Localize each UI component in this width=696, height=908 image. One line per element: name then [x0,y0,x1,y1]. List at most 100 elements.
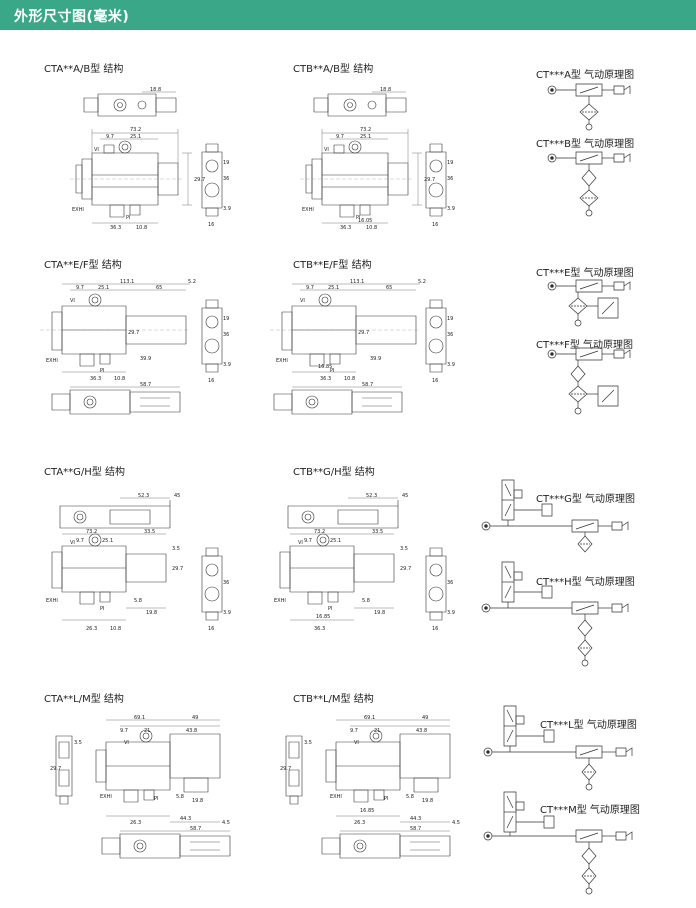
side-view-b1: 36 19 16 3.9 [420,140,455,228]
section-4-title-b: CTB**L/M型 结构 [293,694,374,705]
dim-l2: 33.5 [372,529,383,535]
bottom-view-ef-b: 58.7 [272,382,412,420]
schematic-a-title: CT***A型 气动原理图 [536,70,635,81]
dim-b-extra: 16.85 [360,808,374,814]
bottom-view-lm-b: 58.7 [320,826,460,864]
side-view-b2: 36 19 16 3.9 [420,296,455,384]
port-vi: VI [70,298,75,304]
port-exhi: EXHI [274,598,286,604]
dim-d1: 26.3 [354,820,365,826]
dim-l3: 5.2 [418,279,426,285]
end-view-lm-a: 29.7 3.5 [50,730,82,810]
dim-w2: 25.1 [98,285,109,291]
page-header: 外形尺寸图(毫米) [0,0,696,30]
dim-side-w: 16 [432,222,438,228]
dim-l3: 5.2 [188,279,196,285]
schematic-e [540,278,640,334]
section-2-title-a: CTA**E/F型 结构 [44,260,122,271]
dim-top: 18.8 [380,87,391,93]
dim-d3: 39.9 [370,356,381,362]
dim-w2: 25.1 [360,134,371,140]
port-vi: VI [324,147,329,153]
front-view-gh-a: 52.3 45 73.2 33.5 9.7 25.1 29.7 3.5 5.8 … [46,493,183,632]
dim-side-w: 16 [208,222,214,228]
dim-h: 29.7 [194,177,205,183]
dim-w2: 25.1 [102,538,113,544]
port-exhi: EXHI [46,358,58,364]
port-vi: VI [124,740,129,746]
dim-side-h: 36 [447,332,453,338]
section-1-title-b: CTB**A/B型 结构 [293,64,374,75]
dim-top: 18.8 [150,87,161,93]
dim-h2: 3.5 [172,546,180,552]
port-pi: PI [126,215,131,221]
dim-d4: 19.8 [422,798,433,804]
dim-bottom: 58.7 [362,382,373,388]
side-view-a1: 36 19 16 3.9 [196,140,231,228]
front-view-ef-b: 113.1 65 5.2 9.7 25.1 39.9 16.85 36.3 10… [270,279,426,382]
dim-h: 29.7 [172,566,183,572]
front-view-gh-b: 52.3 45 73.2 33.5 9.7 25.1 29.7 3.5 5.8 … [274,493,411,632]
dim-bottom: 58.7 [190,826,201,832]
dim-w1: 9.7 [306,285,314,291]
dim-w1: 9.7 [76,285,84,291]
top-view-b: 18.8 [310,87,410,122]
dim-l2: 49 [422,715,428,721]
port-exhi: EXHI [72,207,84,213]
dim-h3: 5.8 [176,794,184,800]
dim-d1: 26.3 [86,626,97,632]
schematic-f-title: CT***F型 气动原理图 [536,340,634,351]
section-1-title-a: CTA**A/B型 结构 [44,64,124,75]
section-4-title-a: CTA**L/M型 结构 [44,694,124,705]
dim-side-t: 3.9 [447,362,455,368]
schematic-a [540,80,640,132]
dim-side-t: 3.9 [223,362,231,368]
dim-w1: 9.7 [350,728,358,734]
dim-side-h2: 19 [223,160,229,166]
port-exhi: EXHI [46,598,58,604]
dim-side-h: 36 [223,580,229,586]
front-view-lm-a: 69.1 49 9.7 21 43.8 5.8 19.8 26.3 44.3 4… [84,715,230,826]
dim-side-w: 16 [432,626,438,632]
port-pi: PI [100,606,105,612]
port-vi: VI [70,540,75,546]
dim-side-h2: 19 [223,316,229,322]
dim-side-h: 36 [223,332,229,338]
dim-h2: 3.5 [74,740,82,746]
dim-l2: 65 [156,285,162,291]
front-view-ab-a: 73.2 9.7 25.1 36.3 10.8 29.7 VI EXHI PI [70,127,205,231]
dim-side-h2: 19 [447,316,453,322]
end-view-lm-b: 29.7 3.5 [280,730,312,810]
dim-top: 52.3 [366,493,377,499]
dim-d2: 10.8 [366,225,377,231]
dim-d1: 36.3 [110,225,121,231]
dim-d2: 44.3 [410,816,421,822]
dim-side-h2: 19 [447,160,453,166]
dim-top: 52.3 [138,493,149,499]
top-view-a: 18.8 [80,87,180,122]
dim-w1: 9.7 [336,134,344,140]
port-pi: PI [154,796,159,802]
dim-h: 29.7 [400,566,411,572]
schematic-g-title: CT***G型 气动原理图 [536,494,636,505]
dim-length: 73.2 [360,127,371,133]
port-exhi: EXHI [276,358,288,364]
dim-side-w: 16 [432,378,438,384]
dim-w1: 9.7 [120,728,128,734]
dim-w3: 43.8 [186,728,197,734]
port-vi: VI [354,740,359,746]
bottom-view-ef-a: 58.7 [50,382,190,420]
schematic-f [540,348,640,428]
front-view-lm-b: 69.1 49 9.7 21 43.8 5.8 19.8 16.85 26.3 … [314,715,460,826]
port-pi: PI [356,215,361,221]
schematic-l [480,702,640,792]
dim-h2: 3.5 [304,740,312,746]
port-pi: PI [328,606,333,612]
section-2-title-b: CTB**E/F型 结构 [293,260,372,271]
dim-w1: 9.7 [76,538,84,544]
bottom-view-lm-a: 58.7 [100,826,240,864]
dim-d2: 10.8 [344,376,355,382]
dim-length: 113.1 [350,279,364,285]
dim-d1: 26.3 [130,820,141,826]
side-view-a3: 36 16 3.9 [196,544,231,632]
